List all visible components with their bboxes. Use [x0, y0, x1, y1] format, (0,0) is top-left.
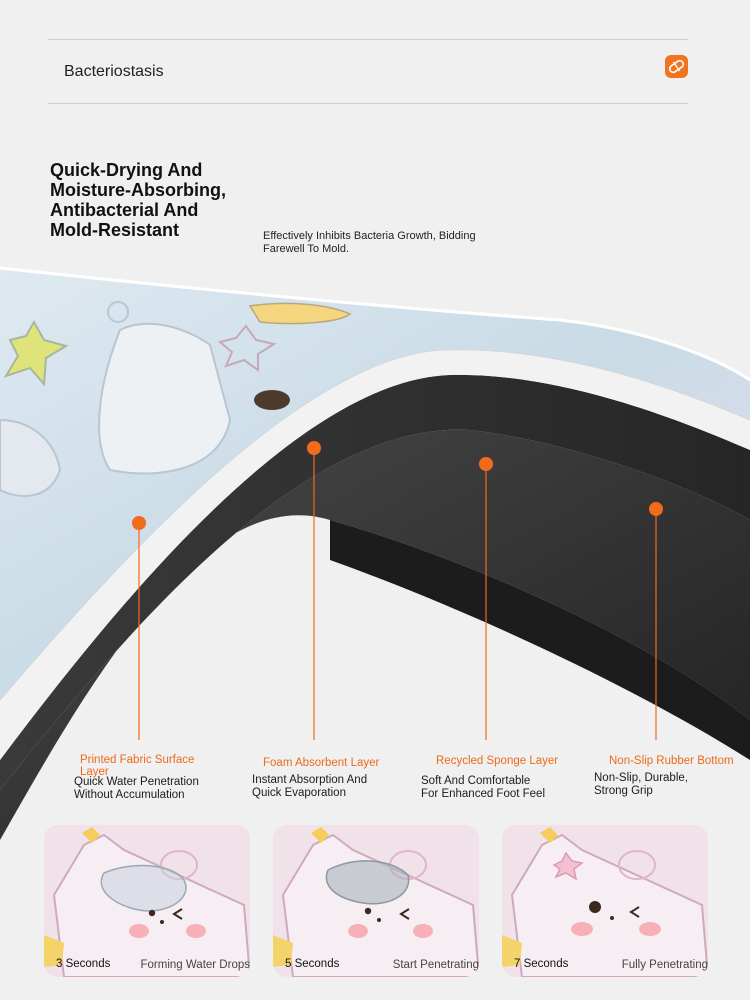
marker-dot	[307, 441, 321, 455]
star-motif	[3, 319, 69, 387]
marker-dot	[479, 457, 493, 471]
stage-time: 5 Seconds	[285, 958, 340, 970]
sponge-layer	[0, 374, 750, 790]
layer-desc-foam: Instant Absorption And Quick Evaporation	[252, 774, 367, 800]
layer-desc-line: Quick Evaporation	[252, 787, 346, 799]
subtext-line: Farewell To Mold.	[263, 243, 349, 255]
pill-icon	[665, 55, 688, 78]
layer-desc-rubber: Non-Slip, Durable, Strong Grip	[594, 772, 688, 798]
layer-title-sponge: Recycled Sponge Layer	[436, 755, 558, 767]
layer-title-rubber: Non-Slip Rubber Bottom	[609, 755, 734, 767]
stage-time: 7 Seconds	[514, 958, 569, 970]
marker-dot	[649, 502, 663, 516]
layer-desc-line: Soft And Comfortable	[421, 775, 531, 787]
layer-title-foam: Foam Absorbent Layer	[263, 757, 379, 769]
layer-desc-line: Without Accumulation	[74, 789, 185, 801]
feature-label: Bacteriostasis	[64, 63, 164, 80]
water-absorbed-photo	[502, 825, 708, 977]
layer-title-line: Foam Absorbent Layer	[263, 757, 380, 769]
layer-title-line: Layer	[80, 766, 109, 778]
layer-title-line: Recycled Sponge Layer	[436, 755, 559, 767]
feature-headline: Quick-Drying And Moisture-Absorbing, Ant…	[50, 160, 260, 240]
stage-status: Start Penetrating	[392, 959, 479, 971]
foam-layer	[0, 349, 750, 760]
stage-status: Forming Water Drops	[140, 959, 251, 971]
layer-desc-line: For Enhanced Foot Feel	[421, 788, 546, 800]
layer-desc-line: Strong Grip	[594, 785, 653, 797]
rubber-bottom-layer	[0, 429, 750, 840]
headline-line: Mold-Resistant	[50, 220, 180, 240]
water-drop-photo	[44, 825, 250, 977]
water-penetrating-photo	[273, 825, 479, 977]
headline-line: Antibacterial And	[50, 200, 199, 220]
layer-desc-line: Non-Slip, Durable,	[594, 772, 688, 784]
stage-tile: 3 Seconds Forming Water Drops	[44, 825, 250, 977]
stage-tile: 5 Seconds Start Penetrating	[273, 825, 479, 977]
stage-time: 3 Seconds	[56, 958, 111, 970]
layer-desc-line: Quick Water Penetration	[74, 776, 199, 788]
layer-title-line: Printed Fabric Surface	[80, 754, 195, 766]
stage-status: Fully Penetrating	[621, 959, 708, 971]
headline-line: Moisture-Absorbing,	[50, 180, 226, 200]
subtext-line: Effectively Inhibits Bacteria Growth, Bi…	[263, 230, 476, 242]
layer-title-line: Non-Slip Rubber Bottom	[609, 755, 734, 767]
marker-dot	[132, 516, 146, 530]
layer-desc-fabric: Quick Water Penetration Without Accumula…	[74, 776, 199, 802]
layer-desc-sponge: Soft And Comfortable For Enhanced Foot F…	[421, 775, 545, 801]
layer-title-fabric: Printed Fabric Surface Layer	[80, 754, 194, 778]
stage-tile: 7 Seconds Fully Penetrating	[502, 825, 708, 977]
feature-subtext: Effectively Inhibits Bacteria Growth, Bi…	[263, 230, 513, 256]
headline-line: Quick-Drying And	[50, 160, 203, 180]
feature-header: Bacteriostasis	[48, 39, 688, 104]
cat-face-motif	[98, 322, 232, 475]
layer-desc-line: Instant Absorption And	[252, 774, 368, 786]
star-outline-motif	[217, 324, 277, 372]
